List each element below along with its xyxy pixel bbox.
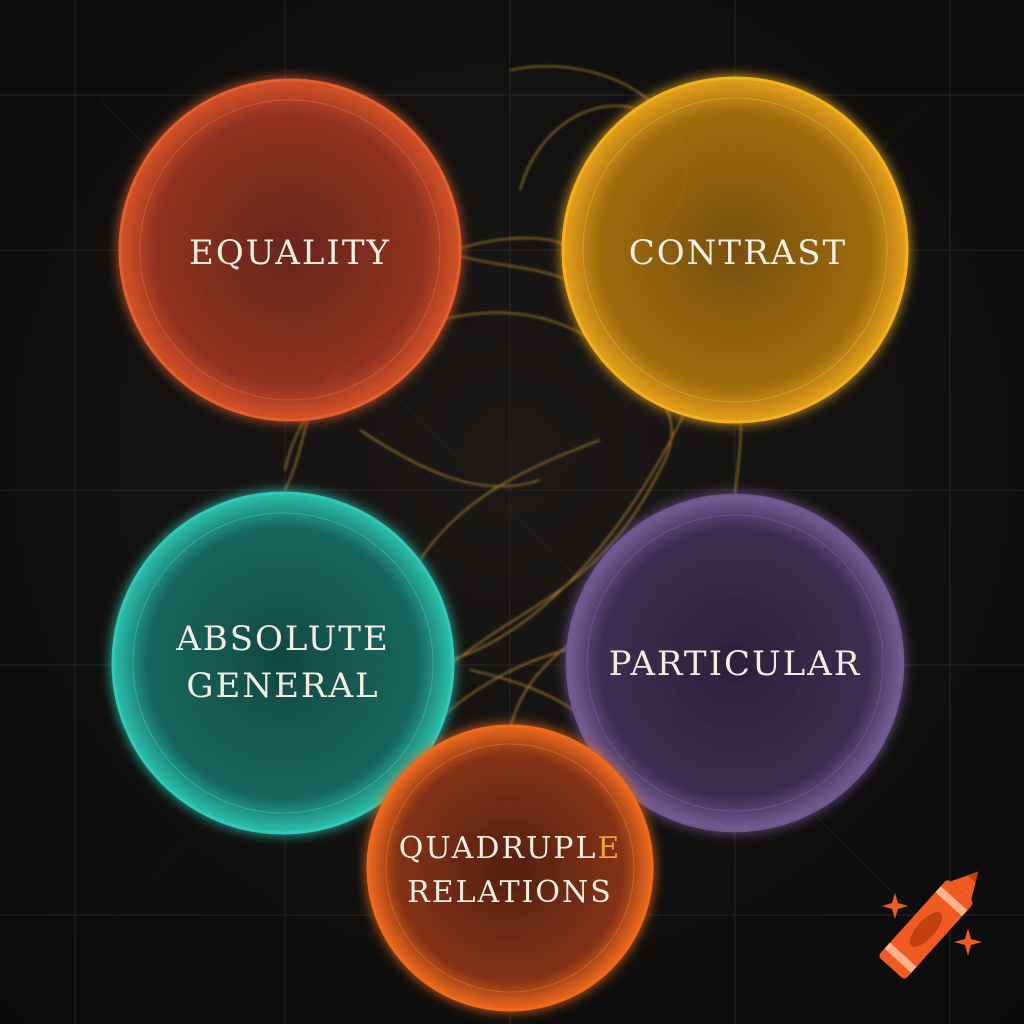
connector — [419, 439, 601, 561]
node-label-accent-letter: E — [597, 831, 621, 866]
node-label: QUADRUPLE — [399, 831, 622, 866]
node-quadruple-relations: QUADRUPLE RELATIONS — [366, 724, 654, 1012]
node-label: GENERAL — [186, 666, 379, 706]
node-label: EQUALITY — [189, 233, 391, 273]
crayon-icon — [879, 871, 982, 979]
node-label: CONTRAST — [629, 233, 847, 273]
node-absolute-general: ABSOLUTE GENERAL — [111, 491, 455, 835]
sparkle-icon — [954, 928, 982, 956]
connector — [454, 237, 566, 251]
node-particular: PARTICULAR — [565, 493, 905, 833]
node-contrast: CONTRAST — [561, 76, 909, 424]
connector — [359, 429, 541, 488]
connector — [449, 379, 701, 661]
connector — [519, 105, 641, 191]
node-label: RELATIONS — [407, 875, 613, 910]
node-equality: EQUALITY — [118, 78, 462, 422]
sparkle-icon — [882, 893, 908, 919]
node-label: ABSOLUTE — [175, 619, 390, 659]
node-label-main: QUADRUPL — [399, 831, 598, 866]
node-label: PARTICULAR — [609, 644, 862, 684]
